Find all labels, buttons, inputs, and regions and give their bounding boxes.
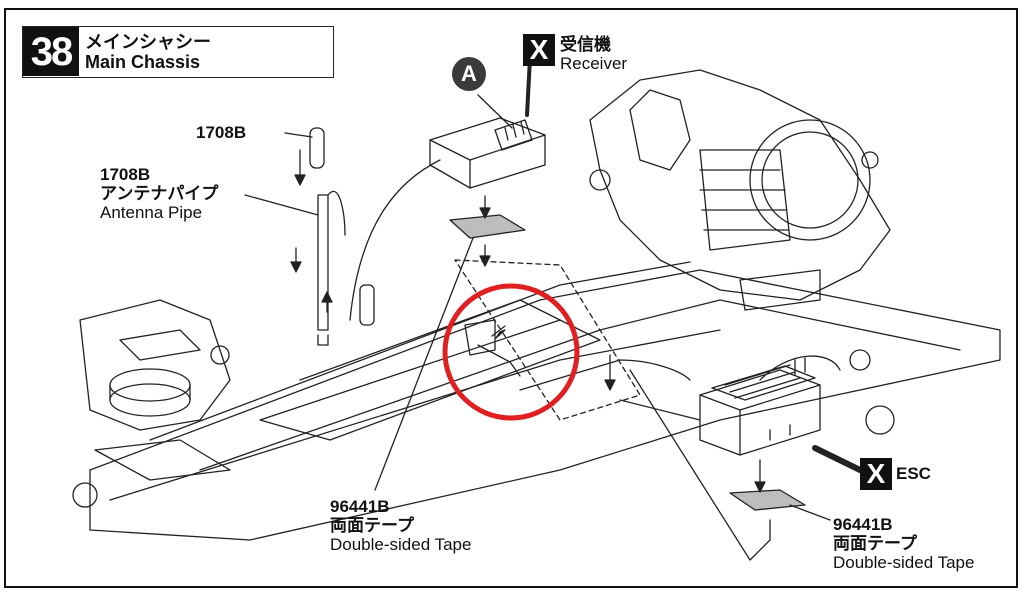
leader-receiver: [525, 56, 532, 117]
leader-esc: [812, 445, 863, 473]
front-suspension-left: [72, 299, 231, 508]
chassis-edge: [109, 329, 721, 501]
leader-tape-esc: [789, 504, 831, 521]
step-number: 38: [23, 27, 79, 76]
tape-receiver-jp: 両面テープ: [330, 516, 414, 535]
tape-receiver-code: 96441B: [330, 497, 390, 516]
antenna-pipe-drawing: [290, 127, 375, 346]
tape-receiver-en: Double-sided Tape: [330, 535, 472, 554]
tape-receiver-label: 96441B 両面テープ Double-sided Tape: [330, 497, 471, 554]
chassis-rail-lower: [199, 299, 961, 471]
antenna-cap-label: 1708B: [196, 123, 246, 142]
highlight-circle: [442, 283, 580, 421]
point-a-badge: A: [452, 57, 486, 91]
antenna-pipe-code: 1708B: [100, 165, 151, 184]
tape-esc-code: 96441B: [833, 515, 893, 534]
antenna-cap-code: 1708B: [196, 123, 247, 142]
antenna-pipe-jp: アンテナパイプ: [100, 184, 219, 203]
tape-esc-label: 96441B 両面テープ Double-sided Tape: [833, 515, 974, 572]
rear-gearbox: [589, 69, 895, 435]
step-header: 38 メインシャシー Main Chassis: [22, 26, 334, 78]
chassis-inner-frame: [259, 319, 601, 441]
esc-drawing: [619, 355, 841, 456]
esc-label-en: ESC: [896, 464, 931, 483]
receiver-tape-drawing: [449, 214, 526, 239]
chassis-side-bar: [299, 299, 561, 381]
receiver-x-badge: X: [523, 34, 555, 66]
receiver-label-en: Receiver: [560, 54, 628, 73]
chassis-plate: [89, 269, 1001, 541]
antenna-pipe-label: 1708B アンテナパイプ Antenna Pipe: [100, 165, 218, 222]
esc-x-badge: X: [860, 458, 892, 490]
receiver-label: 受信機 Receiver: [560, 35, 627, 73]
step-title: メインシャシー Main Chassis: [85, 32, 211, 72]
esc-label: ESC: [896, 464, 931, 483]
chassis-rail-upper: [149, 261, 691, 441]
leader-antenna-cap: [284, 132, 313, 138]
esc-panel-outline: [629, 369, 771, 561]
page-frame: [4, 8, 1018, 588]
antenna-pipe-en: Antenna Pipe: [100, 203, 203, 222]
tape-esc-en: Double-sided Tape: [833, 553, 975, 572]
step-title-en: Main Chassis: [85, 52, 201, 72]
tape-esc-jp: 両面テープ: [833, 534, 917, 553]
leader-antenna-pipe: [244, 194, 319, 216]
esc-tape-drawing: [729, 489, 806, 511]
leader-tape-receiver: [374, 237, 474, 491]
receiver-label-jp: 受信機: [560, 35, 611, 54]
receiver-drawing: [349, 94, 546, 321]
receiver-mount-detail: [464, 319, 691, 391]
step-title-jp: メインシャシー: [85, 32, 211, 52]
